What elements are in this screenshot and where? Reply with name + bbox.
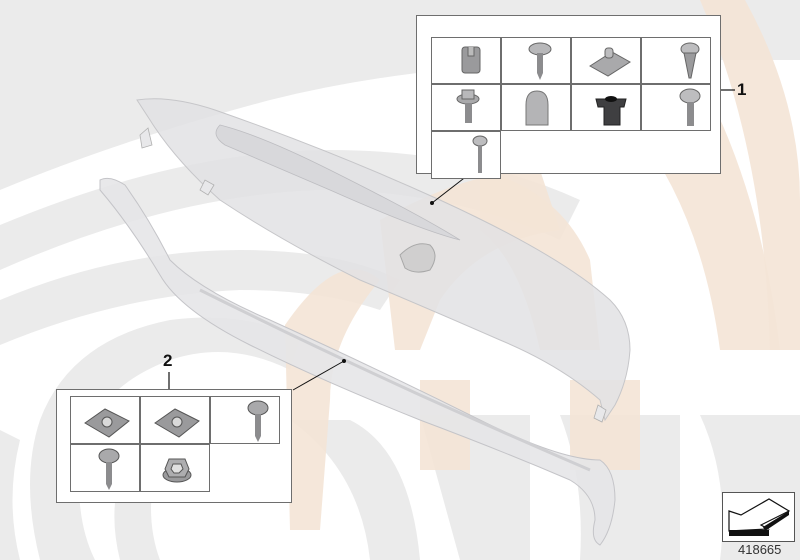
part-cell-grommet[interactable] bbox=[571, 84, 641, 131]
leader-line-2 bbox=[292, 360, 345, 391]
part-cell-washer-screw-b[interactable] bbox=[70, 444, 140, 492]
part-cell-speed-nut-a[interactable] bbox=[70, 396, 140, 444]
part-cell-speed-nut-b[interactable] bbox=[140, 396, 210, 444]
part-cell-long-screw[interactable] bbox=[431, 131, 501, 179]
return-arrow-icon bbox=[728, 498, 791, 536]
clip-nut-icon bbox=[461, 46, 481, 74]
part-cell-hex-flange-nut[interactable] bbox=[140, 444, 210, 492]
torx-screw-icon bbox=[679, 88, 701, 126]
part-cell-washer-screw-a[interactable] bbox=[210, 396, 280, 444]
long-screw-icon bbox=[472, 135, 488, 173]
part-cell-spring-nut[interactable] bbox=[571, 37, 641, 84]
grommet-icon bbox=[595, 96, 627, 126]
cap-icon bbox=[525, 90, 549, 126]
reference-number-2[interactable]: 2 bbox=[163, 351, 173, 370]
part-cell-clip-nut[interactable] bbox=[431, 37, 501, 84]
return-navigation-button[interactable] bbox=[722, 492, 795, 542]
part-cell-hex-collar-screw[interactable] bbox=[431, 84, 501, 131]
washer-screw-icon bbox=[528, 42, 552, 80]
part-cell-washer-screw[interactable] bbox=[501, 37, 571, 84]
hex-flange-nut-icon bbox=[162, 458, 192, 483]
washer-screw-icon bbox=[247, 400, 269, 442]
callout-box-2[interactable] bbox=[56, 389, 292, 503]
speed-nut-icon bbox=[154, 408, 200, 438]
part-cell-cap[interactable] bbox=[501, 84, 571, 131]
spring-nut-icon bbox=[589, 47, 631, 77]
bumper-trim-panel bbox=[136, 98, 631, 423]
speed-nut-icon bbox=[84, 408, 130, 438]
part-cell-torx-screw[interactable] bbox=[641, 84, 711, 131]
hex-collar-screw-icon bbox=[456, 89, 480, 123]
part-cell-expanding-rivet[interactable] bbox=[641, 37, 711, 84]
diagram-number: 418665 bbox=[738, 542, 782, 557]
lower-trim-strip bbox=[99, 177, 616, 546]
washer-screw-icon bbox=[98, 448, 120, 490]
reference-number-1[interactable]: 1 bbox=[737, 80, 747, 99]
callout-box-1[interactable] bbox=[416, 15, 721, 179]
expanding-rivet-icon bbox=[680, 42, 700, 79]
